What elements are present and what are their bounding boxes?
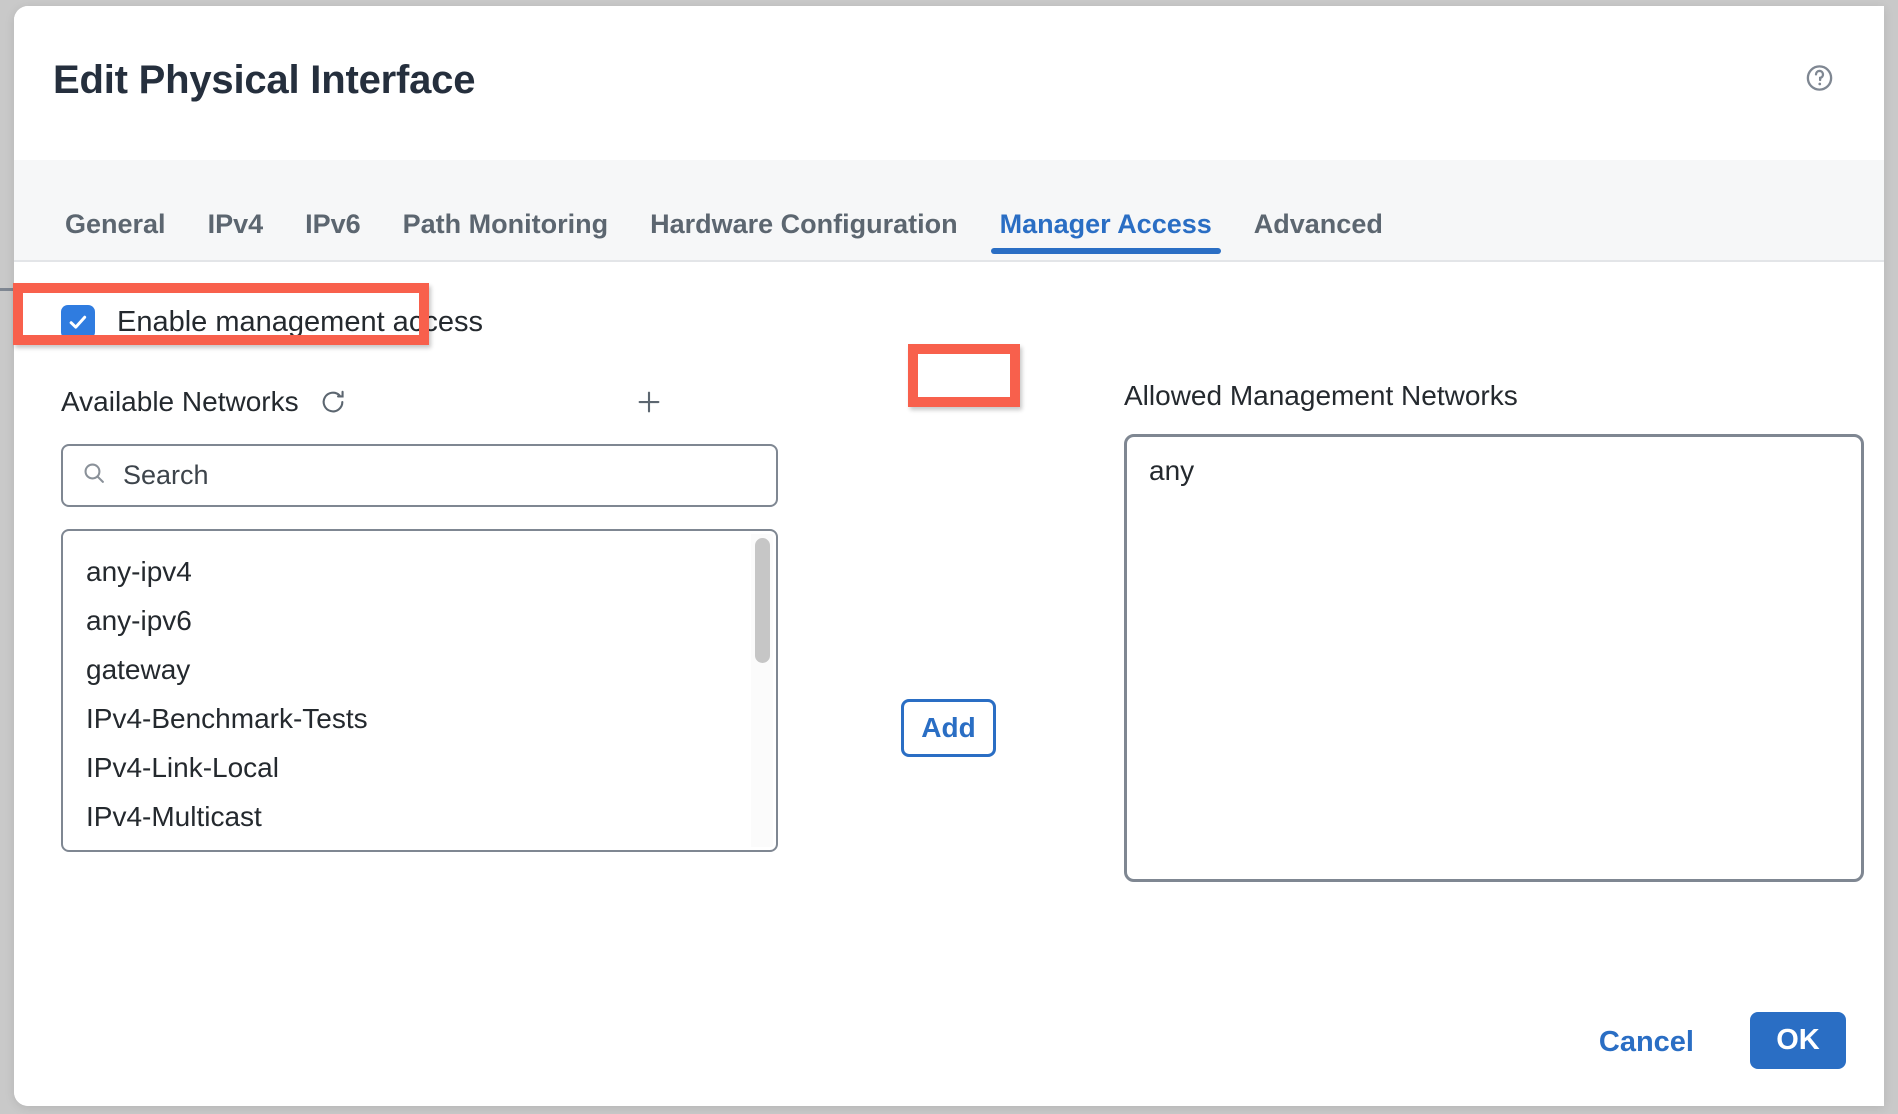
search-input[interactable] (121, 445, 758, 506)
plus-icon[interactable] (634, 387, 664, 417)
available-networks-scrollbar[interactable] (751, 534, 773, 847)
list-item[interactable]: gateway (86, 654, 191, 685)
edit-physical-interface-dialog: Edit Physical Interface General IPv4 IPv… (14, 6, 1884, 1106)
available-networks-label: Available Networks (61, 386, 299, 417)
tab-general[interactable]: General (44, 211, 187, 260)
page-background-strip (0, 0, 14, 1114)
allowed-networks-section: Allowed Management Networks any (1124, 380, 1864, 882)
manager-access-panel: Enable management access Available Netwo… (14, 262, 1884, 1106)
tab-general-label: General (65, 209, 166, 239)
list-item[interactable]: IPv4-Multicast (86, 801, 262, 832)
scrollbar-thumb[interactable] (755, 538, 770, 663)
tab-hardware-configuration[interactable]: Hardware Configuration (629, 211, 979, 260)
ok-button[interactable]: OK (1750, 1012, 1846, 1069)
search-icon (81, 460, 107, 491)
tab-hardware-configuration-label: Hardware Configuration (650, 209, 958, 239)
allowed-networks-label: Allowed Management Networks (1124, 380, 1518, 411)
list-item[interactable]: any (1149, 455, 1195, 486)
enable-management-access-checkbox[interactable] (61, 305, 95, 339)
allowed-networks-list[interactable]: any (1124, 434, 1864, 882)
enable-management-access-checkbox-row[interactable]: Enable management access (61, 305, 483, 339)
list-item[interactable]: any-ipv6 (86, 605, 192, 636)
enable-management-access-label: Enable management access (117, 305, 483, 338)
tab-advanced-label: Advanced (1253, 209, 1383, 239)
help-circle-icon[interactable] (1804, 63, 1835, 94)
tab-path-monitoring-label: Path Monitoring (402, 209, 609, 239)
tab-ipv6-label: IPv6 (305, 209, 361, 239)
tab-path-monitoring[interactable]: Path Monitoring (382, 211, 629, 260)
available-networks-list-inner: any-ipv4 any-ipv6 gateway IPv4-Benchmark… (63, 531, 776, 841)
tab-manager-access-label: Manager Access (999, 209, 1212, 239)
tab-ipv4-label: IPv4 (207, 209, 264, 239)
tab-advanced[interactable]: Advanced (1233, 211, 1404, 260)
tab-list: General IPv4 IPv6 Path Monitoring Hardwa… (44, 160, 1404, 260)
list-item[interactable]: IPv4-Link-Local (86, 752, 279, 783)
list-item[interactable]: any-ipv4 (86, 556, 192, 587)
tab-bar: General IPv4 IPv6 Path Monitoring Hardwa… (14, 160, 1884, 262)
dialog-title: Edit Physical Interface (53, 58, 476, 102)
list-item[interactable]: IPv4-Benchmark-Tests (86, 703, 368, 734)
cancel-button[interactable]: Cancel (1598, 1026, 1694, 1058)
refresh-icon[interactable] (319, 388, 347, 416)
available-networks-list[interactable]: any-ipv4 any-ipv6 gateway IPv4-Benchmark… (61, 529, 778, 852)
tab-ipv4[interactable]: IPv4 (187, 211, 285, 260)
dialog-footer: Cancel OK (14, 988, 1884, 1106)
tab-ipv6[interactable]: IPv6 (284, 211, 382, 260)
dialog-header: Edit Physical Interface (14, 6, 1884, 160)
tab-manager-access[interactable]: Manager Access (979, 211, 1233, 260)
available-networks-section: Available Networks (61, 382, 784, 852)
add-button[interactable]: Add (901, 699, 996, 757)
available-networks-header: Available Networks (61, 382, 784, 422)
background-divider-line (0, 288, 14, 291)
available-networks-search-box[interactable] (61, 444, 778, 507)
